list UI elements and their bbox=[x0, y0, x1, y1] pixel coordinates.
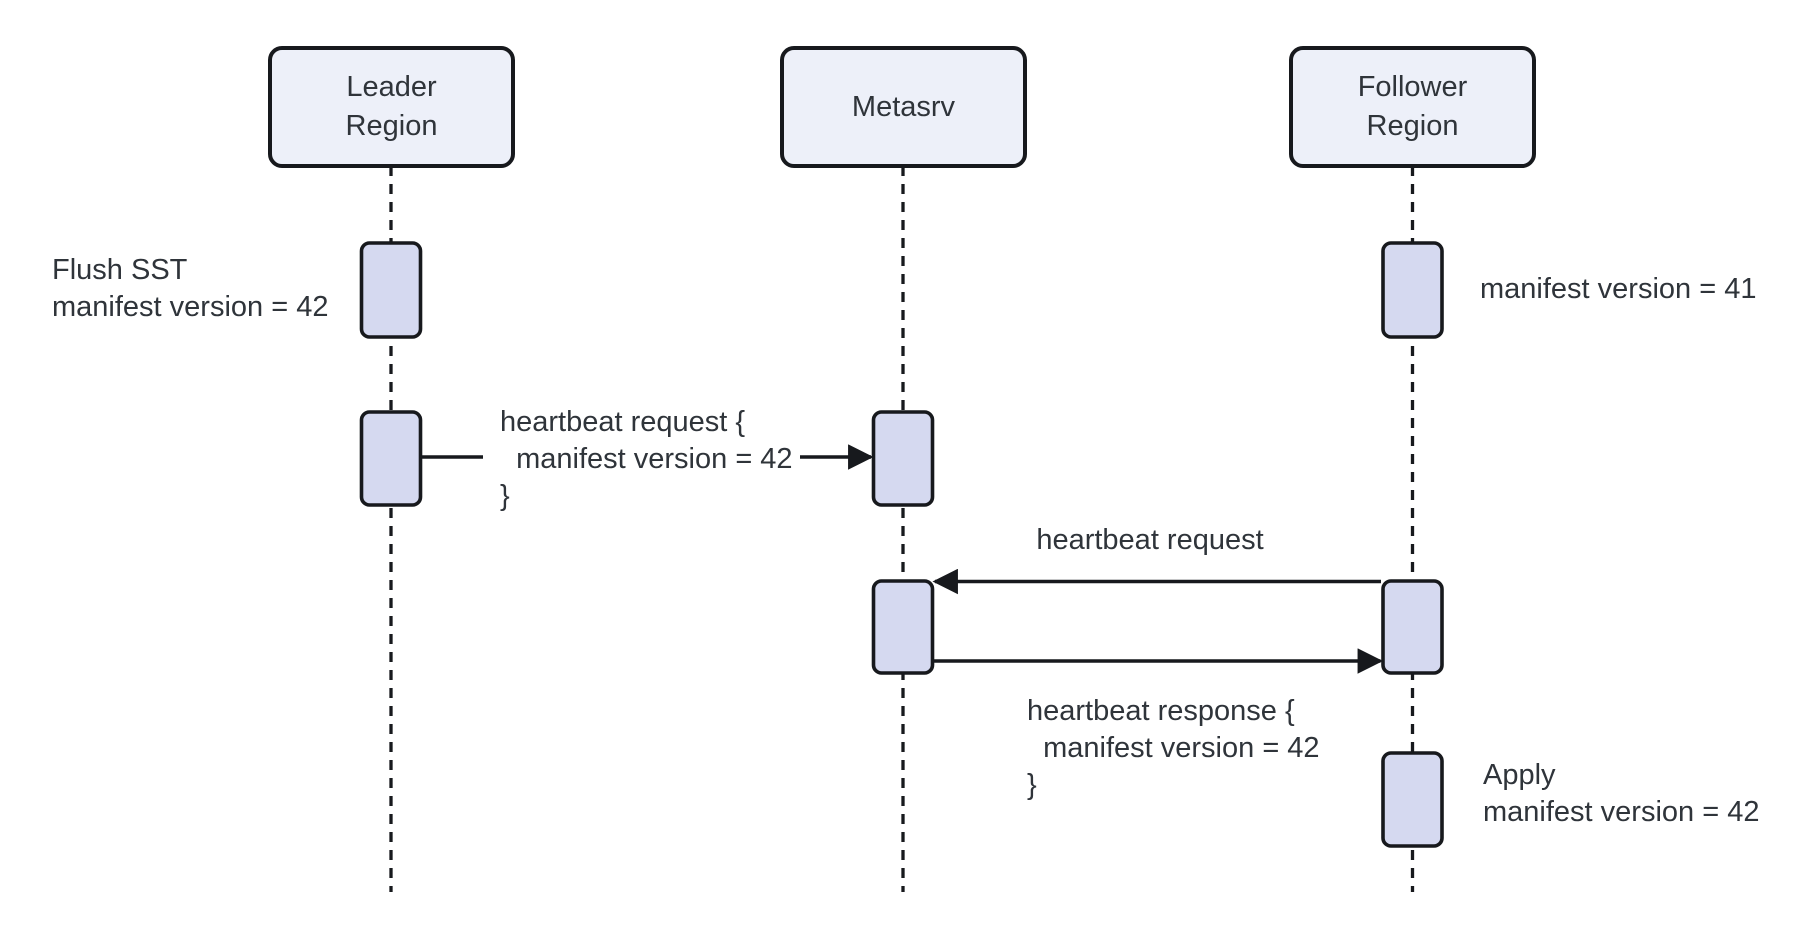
message-label-heartbeat-request-payload: heartbeat request { manifest version = 4… bbox=[500, 406, 793, 512]
activation-metasrv-receive bbox=[871, 410, 935, 507]
activation-follower-heartbeat bbox=[1381, 579, 1444, 675]
actor-label-follower-region: Follower Region bbox=[1357, 71, 1468, 142]
message-label-heartbeat-request: heartbeat request bbox=[1036, 524, 1264, 556]
activation-follower-apply bbox=[1381, 751, 1444, 848]
actor-box-metasrv bbox=[780, 46, 1027, 168]
note-flush-sst: Flush SST manifest version = 42 bbox=[52, 254, 329, 323]
actor-box-follower-region bbox=[1289, 46, 1536, 168]
activation-follower-version41 bbox=[1381, 241, 1444, 339]
actor-box-leader-region bbox=[268, 46, 515, 168]
activation-metasrv-respond bbox=[871, 579, 935, 675]
actor-label-leader-region: Leader Region bbox=[345, 71, 438, 142]
activation-leader-heartbeat bbox=[359, 410, 423, 507]
activation-leader-flush bbox=[359, 241, 423, 339]
note-apply-manifest-version-42: Apply manifest version = 42 bbox=[1483, 759, 1760, 828]
message-label-heartbeat-response-payload: heartbeat response { manifest version = … bbox=[1027, 695, 1320, 801]
note-manifest-version-41: manifest version = 41 bbox=[1480, 273, 1757, 305]
actor-label-metasrv: Metasrv bbox=[851, 90, 956, 123]
